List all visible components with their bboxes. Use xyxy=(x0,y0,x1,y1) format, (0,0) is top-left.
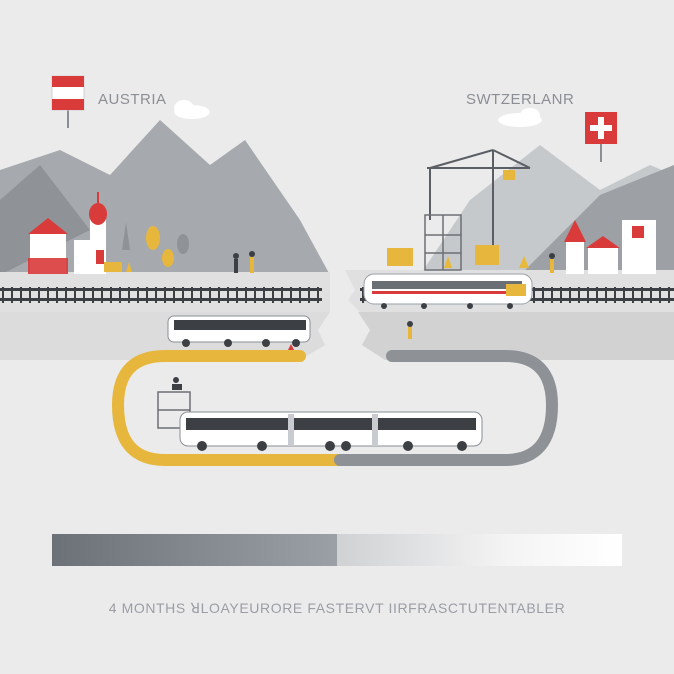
cloud-icon xyxy=(174,100,542,127)
bus-icon xyxy=(167,315,311,347)
left-mountains xyxy=(0,120,330,275)
progress-remaining xyxy=(337,534,622,566)
austria-flag-icon xyxy=(51,75,85,128)
train-icon xyxy=(363,273,533,309)
worker-icon xyxy=(407,321,413,339)
bus-icon xyxy=(179,411,483,451)
warning-sign-icon xyxy=(126,262,132,272)
right-lower-ground xyxy=(358,312,674,360)
austria-label: AUSTRIA xyxy=(98,91,167,108)
progress-fill xyxy=(52,534,337,566)
scaffolding xyxy=(424,214,462,271)
rail-track-left xyxy=(0,287,322,303)
worker-icon xyxy=(233,251,255,273)
crane-icon xyxy=(427,149,531,256)
progress-bar xyxy=(52,534,622,566)
austrian-village xyxy=(28,192,255,274)
switzerland-label: SWTZERLANR xyxy=(466,91,575,108)
swiss-flag-icon xyxy=(585,112,617,162)
detour-route xyxy=(111,350,559,466)
caption: 4 MONTHS ꓤLOAYEURORE FASTERVT IIRFRASCTU… xyxy=(108,600,566,616)
church-icon xyxy=(74,192,107,274)
swiss-construction xyxy=(387,149,656,274)
road-scaffolding xyxy=(157,391,191,429)
